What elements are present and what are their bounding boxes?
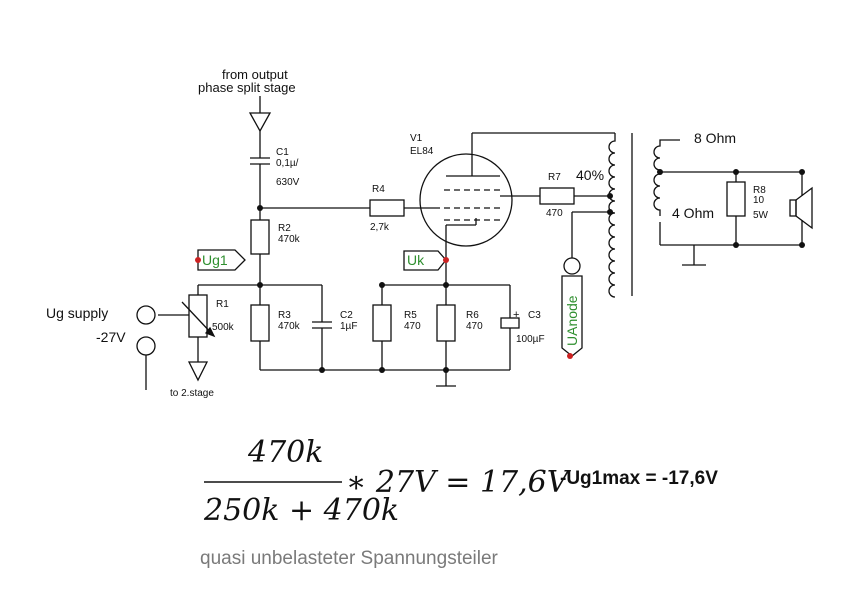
r1-value: 500k	[212, 322, 235, 333]
source-label-line1: from output	[222, 67, 288, 82]
probe-ug1-label: Ug1	[202, 252, 228, 268]
r5-name: R5	[404, 310, 417, 321]
r1-potentiometer	[188, 294, 208, 338]
r2-name: R2	[278, 223, 291, 234]
circuit-schematic: from output phase split stage C1 0,1µ/ 6…	[46, 67, 813, 399]
v1-name: V1	[410, 133, 423, 144]
r4-value: 2,7k	[370, 222, 390, 233]
voltage-divider-formula: 470k 250k + 470k ∗ 27V = 17,6V	[203, 435, 572, 528]
r8-rating: 5W	[753, 210, 769, 221]
r1-name: R1	[216, 299, 229, 310]
r6-value: 470	[466, 321, 483, 332]
supply-label: Ug supply	[46, 305, 108, 321]
r7-resistor	[539, 187, 575, 205]
out-8ohm-label: 8 Ohm	[694, 130, 736, 146]
v1-tube-icon	[419, 153, 513, 247]
formula-denominator: 250k + 470k	[203, 493, 399, 528]
speaker-icon	[789, 199, 797, 217]
result-label: -Ug1max = -17,6V	[560, 468, 718, 489]
r3-resistor	[250, 304, 270, 342]
c3-value: 100µF	[516, 334, 545, 345]
r8-name: R8	[753, 185, 766, 196]
to-stage2-label: to 2.stage	[170, 388, 214, 399]
c1-voltage: 630V	[276, 177, 300, 188]
input-arrow-icon	[248, 112, 272, 133]
c2-name: C2	[340, 310, 353, 321]
c1-name: C1	[276, 147, 289, 158]
r7-name: R7	[548, 172, 561, 183]
r6-resistor	[436, 304, 456, 342]
r4-name: R4	[372, 184, 385, 195]
r6-name: R6	[466, 310, 479, 321]
r5-resistor	[372, 304, 392, 342]
r7-value: 470	[546, 208, 563, 219]
supply-voltage: -27V	[96, 329, 126, 345]
r5-value: 470	[404, 321, 421, 332]
uanode-probe-icon	[563, 257, 581, 275]
c2-value: 1µF	[340, 321, 357, 332]
formula-rhs: ∗ 27V = 17,6V	[346, 465, 572, 500]
r2-value: 470k	[278, 234, 301, 245]
out-4ohm-label: 4 Ohm	[672, 205, 714, 221]
to-stage2-arrow-icon	[187, 361, 209, 382]
r3-name: R3	[278, 310, 291, 321]
r8-value: 10	[753, 195, 765, 206]
supply-terminal-icon	[136, 305, 156, 325]
source-label-line2: phase split stage	[198, 80, 296, 95]
tap-label: 40%	[576, 167, 604, 183]
c1-value: 0,1µ/	[276, 158, 299, 169]
formula-numerator: 470k	[247, 435, 323, 470]
ground-terminal-icon	[136, 336, 156, 356]
c3-polarity: +	[513, 309, 519, 321]
r3-value: 470k	[278, 321, 301, 332]
caption: quasi unbelasteter Spannungsteiler	[200, 548, 498, 569]
v1-value: EL84	[410, 146, 434, 157]
r2-resistor	[250, 219, 270, 255]
r4-resistor	[369, 199, 405, 217]
c3-name: C3	[528, 310, 541, 321]
probe-uk-label: Uk	[407, 252, 425, 268]
r8-resistor	[726, 181, 746, 217]
probe-uanode-label: UAnode	[564, 295, 580, 346]
